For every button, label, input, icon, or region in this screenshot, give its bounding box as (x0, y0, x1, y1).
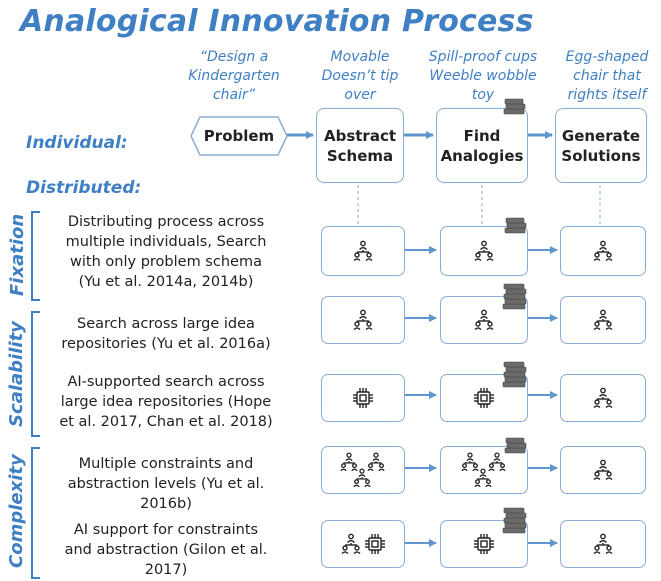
solutions-example: Egg-shaped chair that rights itself (565, 49, 649, 103)
analogies-example: Spill-proof cups Weeble wobble toy (428, 49, 538, 103)
solutions-box-row1 (560, 226, 646, 276)
people-hierarchy-icon (591, 308, 615, 332)
schema-box-row3 (321, 374, 405, 422)
chip-icon (472, 532, 496, 556)
book-stack-icon (502, 361, 527, 388)
row-description-ai-constraints: AI support for constraints and abstracti… (64, 522, 268, 578)
row-description-repositories: Search across large idea repositories (Y… (61, 316, 271, 352)
generate-solutions-stage: Generate Solutions (555, 108, 647, 183)
hexagon-shape (190, 116, 288, 156)
people-hierarchy-icon (591, 458, 615, 482)
solutions-box-row4 (560, 446, 646, 494)
people-hierarchy-icon (351, 308, 375, 332)
people-hierarchy-icon (472, 308, 496, 332)
row-description-fixation: Distributing process across multiple ind… (65, 214, 267, 290)
book-stack-icon (503, 98, 526, 115)
scalability-group-label: Scalability (6, 321, 27, 427)
solutions-box-row2 (560, 296, 646, 344)
multi-people-hierarchy-icon (461, 452, 506, 488)
book-stack-icon (502, 283, 527, 310)
complexity-group-label: Complexity (6, 454, 27, 568)
people-hierarchy-icon (591, 532, 615, 556)
problem-example: “Design a Kindergarten chair” (188, 49, 280, 103)
book-stack-icon (504, 217, 527, 234)
distributed-arrows (404, 246, 558, 547)
row-description-ai-search: AI-supported search across large idea re… (59, 374, 273, 430)
multi-people-hierarchy-icon (340, 452, 385, 488)
group-brackets (31, 211, 40, 579)
problem-label: Problem (203, 127, 275, 145)
schema-box-row5 (321, 520, 405, 568)
schema-box-row4 (321, 446, 405, 494)
chip-icon (472, 386, 496, 410)
individual-label: Individual: (26, 133, 128, 153)
page-title: Analogical Innovation Process (20, 4, 534, 39)
schema-example: Movable Doesn’t tip over (321, 49, 399, 103)
book-stack-icon (502, 507, 527, 534)
chip-icon (351, 386, 375, 410)
find-analogies-stage: Find Analogies (436, 108, 528, 183)
people-hierarchy-icon (351, 239, 375, 263)
schema-box-row2 (321, 296, 405, 344)
book-stack-icon (504, 437, 527, 454)
schema-box-row1 (321, 226, 405, 276)
people-hierarchy-icon (591, 386, 615, 410)
row-description-constraints: Multiple constraints and abstraction lev… (67, 456, 265, 512)
analogies-box-row1 (440, 226, 528, 276)
problem-stage: Problem (190, 116, 288, 156)
analogies-box-row4 (440, 446, 528, 494)
people-hierarchy-icon (472, 239, 496, 263)
solutions-box-row3 (560, 374, 646, 422)
solutions-box-row5 (560, 520, 646, 568)
fixation-group-label: Fixation (7, 213, 28, 296)
people-hierarchy-icon (339, 532, 363, 556)
people-hierarchy-icon (591, 239, 615, 263)
distributed-label: Distributed: (26, 178, 142, 198)
chip-icon (363, 532, 387, 556)
abstract-schema-stage: Abstract Schema (316, 108, 404, 183)
